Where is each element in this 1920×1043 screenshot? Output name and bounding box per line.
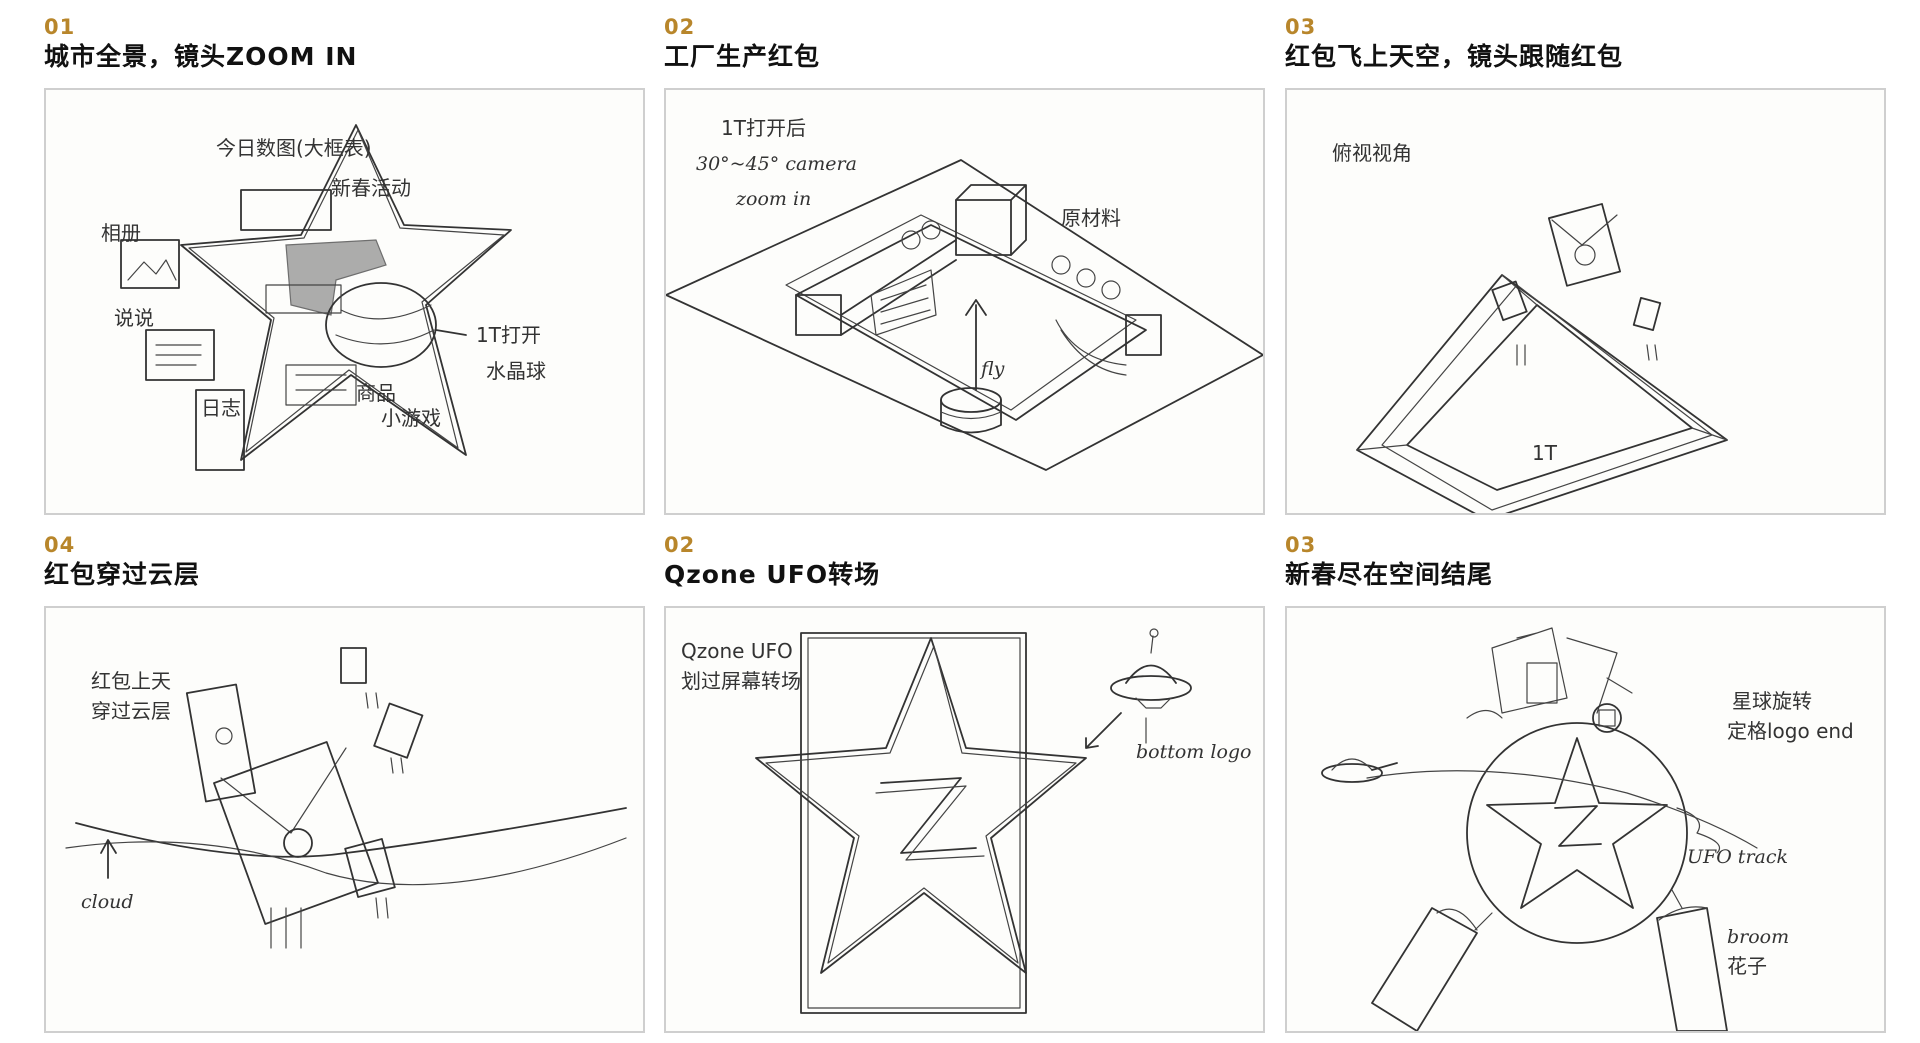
annotation: 今日数图(大框表) — [216, 136, 372, 160]
panel-number: 04 — [44, 533, 76, 557]
annotation: 30°~45° camera — [696, 153, 857, 175]
annotation: bottom logo — [1136, 741, 1251, 763]
annotation: 说说 — [114, 306, 154, 330]
panel-number: 02 — [664, 15, 696, 39]
sketch-frame: 今日数图(大框表) 相册 说说 日志 新春活动 1T打开 水晶球 商品 小游戏 — [44, 88, 645, 515]
annotation: fly — [979, 358, 1005, 380]
panel-number: 02 — [664, 533, 696, 557]
panel-title: 工厂生产红包 — [664, 42, 821, 71]
annotation: 花子 — [1727, 954, 1767, 978]
panel-title: 新春尽在空间结尾 — [1285, 560, 1494, 589]
annotation: 新春活动 — [331, 176, 411, 200]
annotation: 水晶球 — [486, 359, 546, 383]
panel-number: 03 — [1285, 15, 1317, 39]
storyboard-panel-3: 03 红包飞上天空，镜头跟随红包 俯视视角 1T — [1285, 15, 1886, 515]
annotation: 相册 — [101, 221, 141, 245]
storyboard-panel-5: 02 Qzone UFO转场 Qzone UFO 划过屏幕转场 bottom l… — [664, 533, 1265, 1033]
panel-title: 红包穿过云层 — [44, 560, 201, 589]
storyboard-panel-6: 03 新春尽在空间结尾 星球旋转 定格logo end UFO track br… — [1285, 533, 1886, 1033]
sketch-envelopes-clouds: 红包上天 穿过云层 cloud — [65, 647, 627, 949]
annotation: zoom in — [735, 188, 811, 210]
sketch-frame: 星球旋转 定格logo end UFO track broom 花子 — [1285, 606, 1886, 1033]
annotation: 1T — [1532, 441, 1558, 465]
panel-title: 城市全景，镜头ZOOM IN — [44, 42, 358, 71]
sketch-envelope-sky: 俯视视角 1T — [1332, 141, 1728, 513]
panel-number: 01 — [44, 15, 76, 39]
sketch-factory: 1T打开后 30°~45° camera zoom in 原材料 fly — [666, 116, 1263, 471]
sketch-frame: 红包上天 穿过云层 cloud — [44, 606, 645, 1033]
annotation: 日志 — [201, 396, 241, 420]
annotation: broom — [1727, 926, 1789, 948]
annotation: 商品 — [356, 381, 396, 405]
annotation: 1T打开后 — [721, 116, 806, 140]
annotation: 划过屏幕转场 — [681, 669, 801, 693]
storyboard-panel-1: 01 城市全景，镜头ZOOM IN 今日数图(大框表) 相册 说说 日志 新春活… — [44, 15, 645, 515]
panel-title: 红包飞上天空，镜头跟随红包 — [1285, 42, 1624, 71]
annotation: 穿过云层 — [91, 699, 171, 723]
sketch-frame: 俯视视角 1T — [1285, 88, 1886, 515]
annotation: cloud — [81, 891, 134, 913]
storyboard-panel-4: 04 红包穿过云层 红包上天 穿过云层 cloud — [44, 533, 645, 1033]
sketch-city-overview: 今日数图(大框表) 相册 说说 日志 新春活动 1T打开 水晶球 商品 小游戏 — [101, 124, 546, 471]
annotation: UFO track — [1687, 846, 1788, 868]
annotation: 红包上天 — [91, 669, 171, 693]
annotation: Qzone UFO — [681, 639, 793, 663]
annotation: 定格logo end — [1727, 719, 1854, 743]
annotation: 小游戏 — [381, 406, 441, 430]
panel-title: Qzone UFO转场 — [664, 560, 881, 589]
annotation: 俯视视角 — [1332, 141, 1412, 165]
sketch-qzone-ufo: Qzone UFO 划过屏幕转场 bottom logo — [681, 628, 1251, 1014]
storyboard-panel-2: 02 工厂生产红包 1T打开后 30°~45° camera z — [664, 15, 1265, 515]
sketch-frame: 1T打开后 30°~45° camera zoom in 原材料 fly — [664, 88, 1265, 515]
sketch-frame: Qzone UFO 划过屏幕转场 bottom logo — [664, 606, 1265, 1033]
panel-number: 03 — [1285, 533, 1317, 557]
annotation: 原材料 — [1061, 206, 1121, 230]
annotation: 1T打开 — [476, 323, 541, 347]
sketch-ending-planet: 星球旋转 定格logo end UFO track broom 花子 — [1321, 627, 1854, 1031]
annotation: 星球旋转 — [1732, 689, 1812, 713]
